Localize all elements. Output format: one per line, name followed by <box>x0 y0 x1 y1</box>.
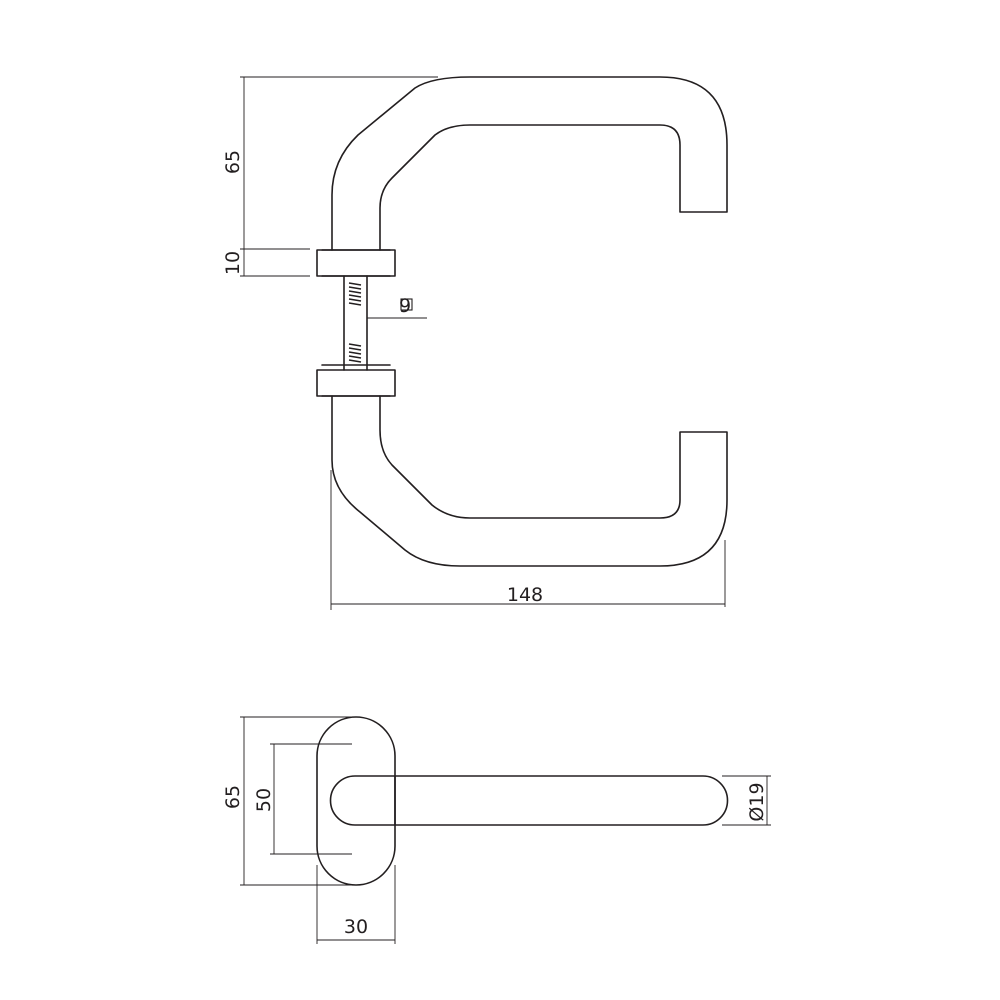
screw-spacing-dimension: 50 <box>253 743 352 855</box>
projection-label: 148 <box>507 584 543 606</box>
spindle <box>321 275 391 371</box>
lower-lever-outline <box>331 395 728 567</box>
bottom-view: 65 50 30 Ø19 <box>222 716 771 944</box>
upper-screw-thread <box>348 282 362 306</box>
rose-thickness-label: 10 <box>222 251 244 275</box>
rose-height-label: 65 <box>222 785 244 809</box>
rose-height-dimension: 65 <box>222 716 352 886</box>
handle-height-label: 65 <box>222 150 244 174</box>
upper-rose <box>316 249 396 277</box>
lower-rose <box>316 369 396 397</box>
rose-width-dimension: 30 <box>316 865 396 944</box>
projection-dimension: 148 <box>330 470 726 610</box>
square-symbol-icon <box>400 298 413 311</box>
screw-spacing-label: 50 <box>253 788 275 812</box>
handle-height-dimension: 65 10 <box>222 76 438 277</box>
oval-rose <box>316 716 396 886</box>
top-view: 9 65 10 148 <box>222 76 728 610</box>
lever-side-outline <box>329 775 729 826</box>
rose-width-label: 30 <box>344 916 368 938</box>
upper-lever-outline <box>331 76 728 251</box>
lever-diameter-label: Ø19 <box>746 782 768 821</box>
lever-diameter-dimension: Ø19 <box>722 775 771 826</box>
spindle-dimension-label: 9 <box>399 295 411 317</box>
lower-screw-thread <box>348 343 362 363</box>
